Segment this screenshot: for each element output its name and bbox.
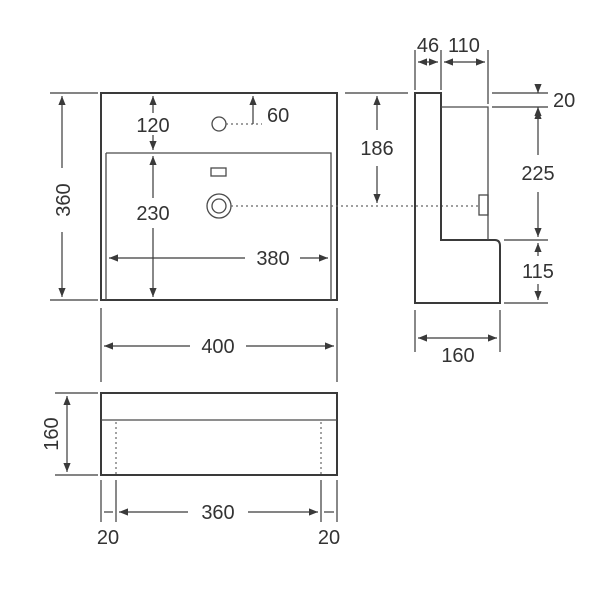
overflow-outlet [478,194,489,216]
top-to-bowl-label: 120 [136,115,169,137]
front-view: 160 360 20 20 [41,392,340,549]
side-profile [414,92,501,304]
overflow-slot [210,167,227,177]
front-outline [100,392,338,476]
base-height-label: 115 [522,261,554,283]
hidden-bowl-lines [115,422,322,475]
bowl-width-label: 380 [256,248,289,270]
wall-gap-label: 46 [417,35,439,57]
side-depth-label: 160 [441,345,474,367]
overall-width-label: 400 [201,336,234,358]
overall-depth-label: 360 [53,183,75,216]
mid-height-label: 225 [521,163,554,185]
front-height-label: 160 [41,417,63,450]
back-depth-label: 110 [448,35,480,57]
right-margin-label: 20 [318,527,340,549]
inner-width-label: 360 [201,502,234,524]
top-offset-label: 20 [553,90,575,112]
tap-hole [211,116,227,132]
waste-inner-ring [211,198,227,214]
left-margin-label: 20 [97,527,119,549]
basin-outline [100,92,338,301]
side-view: 46 110 20 225 115 160 [414,35,575,367]
bowl-outline [105,152,332,300]
plan-view: 360 120 230 60 380 400 186 [50,92,480,382]
waste-to-top-label: 186 [360,138,393,160]
waste-outer-ring [206,193,232,219]
tap-hole-offset-label: 60 [267,105,289,127]
bowl-depth-label: 230 [136,203,169,225]
back-panel [441,106,489,240]
